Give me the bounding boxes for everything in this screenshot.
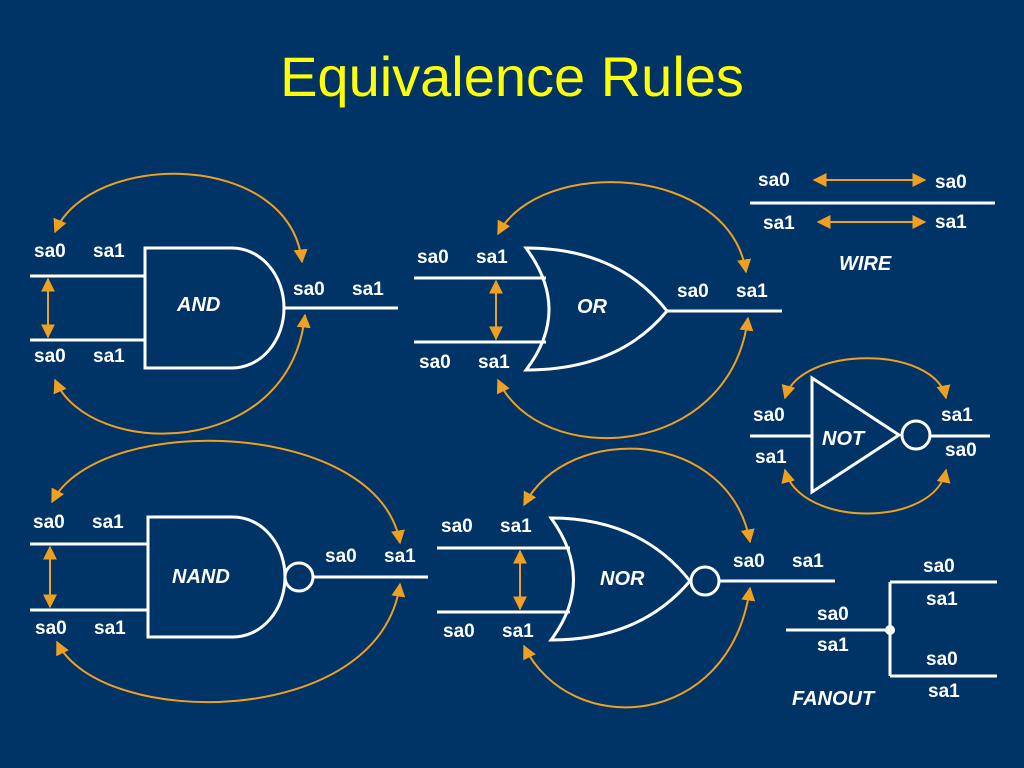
not-out-sa0-label: sa0 [945,440,977,461]
not-gate-group: sa0 sa1 sa1 sa0 NOT [750,357,990,515]
nor-in2-sa0-label: sa0 [443,621,475,642]
and-out-sa1-label: sa1 [352,279,384,300]
not-in-sa1-label: sa1 [755,447,787,468]
nor-bottom-equivalence-arc [523,586,756,709]
wire-right-sa0-label: sa0 [935,172,967,193]
and-in1-sa0-label: sa0 [34,241,66,262]
slide-title: Equivalence Rules [280,45,744,108]
not-in-sa0-label: sa0 [753,405,785,426]
or-top-equivalence-arc [497,181,752,274]
wire-group: sa0 sa0 sa1 sa1 WIRE [750,170,995,275]
not-out-sa1-label: sa1 [941,405,973,426]
fanout-stem-sa1-label: sa1 [817,635,849,656]
nor-out-sa1-label: sa1 [792,551,824,572]
or-gate-group: sa0 sa1 sa0 sa1 sa0 sa1 OR [414,181,782,440]
fanout-name: FANOUT [792,688,876,710]
nor-in1-sa1-label: sa1 [500,516,532,537]
and-out-sa0-label: sa0 [293,279,325,300]
or-in2-sa1-label: sa1 [478,352,510,373]
fanout-top-sa1-label: sa1 [926,589,958,610]
or-in1-sa1-label: sa1 [476,247,508,268]
or-gate-name: OR [577,296,608,318]
not-inversion-bubble [900,419,932,451]
or-out-sa0-label: sa0 [677,281,709,302]
nand-in2-sa1-label: sa1 [94,618,126,639]
wire-left-sa1-label: sa1 [763,213,795,234]
nand-out-sa0-label: sa0 [325,546,357,567]
nor-gate-group: sa0 sa1 sa0 sa1 sa0 sa1 NOR [437,447,835,709]
wire-name: WIRE [839,253,892,275]
and-gate-name: AND [176,294,220,316]
fanout-bottom-sa0-label: sa0 [926,649,958,670]
not-gate-name: NOT [822,428,866,450]
nand-gate-name: NAND [172,566,230,588]
nor-in1-sa0-label: sa0 [441,516,473,537]
nand-top-equivalence-arc [51,439,405,545]
and-in2-sa0-label: sa0 [34,346,66,367]
and-in1-sa1-label: sa1 [93,241,125,262]
not-bottom-equivalence-arc [781,468,951,515]
fanout-stem-sa0-label: sa0 [817,604,849,625]
wire-right-sa1-label: sa1 [935,212,967,233]
and-bottom-equivalence-arc [53,313,311,435]
or-in1-sa0-label: sa0 [417,247,449,268]
fanout-group: sa0 sa1 sa0 sa1 sa0 sa1 FANOUT [786,556,997,710]
nand-inversion-bubble [283,561,315,593]
nand-in1-sa1-label: sa1 [92,512,124,533]
not-top-equivalence-arc [781,357,951,400]
nor-inversion-bubble [689,565,721,597]
nand-in2-sa0-label: sa0 [35,618,67,639]
fanout-bottom-sa1-label: sa1 [928,681,960,702]
not-gate-shape [810,375,902,495]
nor-top-equivalence-arc [523,447,755,544]
nand-bottom-equivalence-arc [56,582,406,704]
nor-gate-name: NOR [600,568,645,590]
and-gate-group: sa0 sa1 sa0 sa1 sa0 sa1 AND [30,172,398,435]
fanout-top-sa0-label: sa0 [923,556,955,577]
or-bottom-equivalence-arc [497,316,754,440]
fanout-junction-dot [885,625,895,635]
nor-out-sa0-label: sa0 [733,551,765,572]
nor-in2-sa1-label: sa1 [502,621,534,642]
nand-in1-sa0-label: sa0 [33,512,65,533]
and-in2-sa1-label: sa1 [93,346,125,367]
and-top-equivalence-arc [53,172,308,264]
nand-gate-group: sa0 sa1 sa0 sa1 sa0 sa1 NAND [30,439,428,704]
or-out-sa1-label: sa1 [736,281,768,302]
wire-left-sa0-label: sa0 [758,170,790,191]
or-in2-sa0-label: sa0 [419,352,451,373]
nand-out-sa1-label: sa1 [384,546,416,567]
